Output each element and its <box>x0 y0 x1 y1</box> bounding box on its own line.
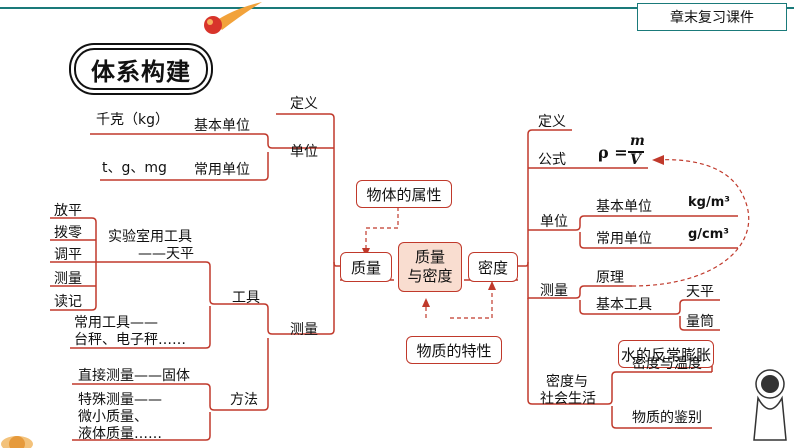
header-rule <box>0 7 794 9</box>
page-title: 体系构建 <box>74 48 208 90</box>
density-principle: 原理 <box>596 270 624 286</box>
density-base-unit-value: kg/m³ <box>688 195 730 210</box>
astronaut-icon <box>753 369 787 441</box>
density-basic-tools: 基本工具 <box>596 297 652 313</box>
comet-icon <box>204 2 262 34</box>
common-tools-line-2: 台秤、电子秤…… <box>74 332 186 348</box>
water-anomaly-box: 水的反常膨胀 <box>618 340 714 368</box>
object-property-note: 物体的属性 <box>356 180 452 208</box>
mass-tools: 工具 <box>232 290 260 306</box>
density-common-unit: 常用单位 <box>596 231 652 247</box>
lab-step: 放平 <box>54 203 82 219</box>
mass-base-unit: 基本单位 <box>194 118 250 134</box>
formula-bar <box>628 151 644 153</box>
lab-tools-line-2: ——天平 <box>138 246 194 262</box>
society-line-2: 社会生活 <box>540 391 596 407</box>
density-common-unit-value: g/cm³ <box>688 227 729 242</box>
mass-unit: 单位 <box>290 144 318 160</box>
special-line-1: 特殊测量—— <box>78 392 162 408</box>
mass-measurement: 测量 <box>290 322 318 338</box>
lab-step: 调平 <box>54 247 82 263</box>
density-definition: 定义 <box>538 114 566 130</box>
special-line-2: 微小质量、 <box>78 409 148 425</box>
mass-definition: 定义 <box>290 96 318 112</box>
density-formula-label: 公式 <box>538 152 566 168</box>
density-temperature: 密度与温度 <box>632 356 702 372</box>
mass-common-unit-value: t、g、mg <box>102 160 167 176</box>
density-base-unit: 基本单位 <box>596 199 652 215</box>
society-line-1: 密度与 <box>546 374 588 390</box>
substance-identification: 物质的鉴别 <box>632 410 702 426</box>
direct-measurement: 直接测量——固体 <box>78 368 190 384</box>
planet-icon <box>1 436 33 448</box>
density-formula: ρ = m V <box>598 133 658 169</box>
mass-node: 质量 <box>340 252 392 282</box>
formula-numerator: m <box>630 133 645 149</box>
formula-rho: ρ = <box>598 143 628 162</box>
center-line-1: 质量 <box>414 248 445 266</box>
mass-base-unit-value: 千克（kg） <box>96 112 169 128</box>
center-node: 质量 与密度 <box>398 242 462 292</box>
formula-denominator: V <box>630 152 641 168</box>
tool-cylinder: 量筒 <box>686 314 714 330</box>
course-label: 章末复习课件 <box>637 3 787 31</box>
mass-method: 方法 <box>230 392 258 408</box>
density-measurement: 测量 <box>540 283 568 299</box>
lab-step: 测量 <box>54 271 82 287</box>
mass-common-unit: 常用单位 <box>194 162 250 178</box>
tool-balance: 天平 <box>686 284 714 300</box>
density-node: 密度 <box>468 252 518 282</box>
density-unit: 单位 <box>540 214 568 230</box>
common-tools-line-1: 常用工具—— <box>74 315 158 331</box>
lab-step: 拨零 <box>54 225 82 241</box>
lab-step: 读记 <box>54 294 82 310</box>
lab-tools-line-1: 实验室用工具 <box>108 229 192 245</box>
substance-property-note: 物质的特性 <box>406 336 502 364</box>
center-line-2: 与密度 <box>407 267 453 285</box>
special-line-3: 液体质量…… <box>78 426 162 442</box>
